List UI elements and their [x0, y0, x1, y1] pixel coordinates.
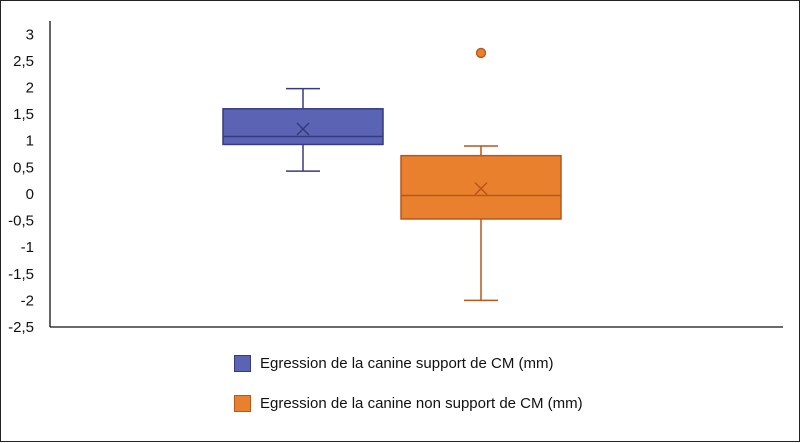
iqr-box [400, 154, 562, 220]
legend-item-non-support: Egression de la canine non support de CM… [234, 393, 583, 413]
y-tick-label: 0,5 [13, 159, 34, 176]
box-support [222, 87, 384, 172]
mean-marker [474, 182, 488, 196]
outlier-point [475, 47, 487, 59]
box-non-support [400, 47, 562, 302]
y-tick-label: -0,5 [8, 213, 34, 230]
box-series [222, 47, 562, 302]
y-tick-label: -2,5 [8, 319, 34, 336]
legend: Egression de la canine support de CM (mm… [234, 353, 583, 433]
y-tick-label: 0 [26, 186, 34, 203]
y-axis: 3 2,5 2 1,5 1 0,5 0 -0,5 -1 -1,5 -2 -2,5 [8, 21, 783, 336]
legend-item-support: Egression de la canine support de CM (mm… [234, 353, 583, 373]
y-tick-label: 2,5 [13, 53, 34, 70]
y-tick-label: 3 [26, 26, 34, 43]
y-tick-label: 1,5 [13, 106, 34, 123]
legend-label-support: Egression de la canine support de CM (mm… [260, 354, 554, 372]
iqr-box [222, 108, 384, 146]
mean-marker [296, 122, 310, 136]
y-tick-label: 1 [26, 133, 34, 150]
y-tick-label: 2 [26, 80, 34, 97]
legend-swatch-support [234, 354, 251, 372]
y-tick-label: -1,5 [8, 266, 34, 283]
legend-label-non-support: Egression de la canine non support de CM… [260, 394, 583, 412]
y-tick-label: -2 [21, 292, 34, 309]
y-tick-label: -1 [21, 239, 34, 256]
legend-swatch-non-support [234, 394, 251, 412]
